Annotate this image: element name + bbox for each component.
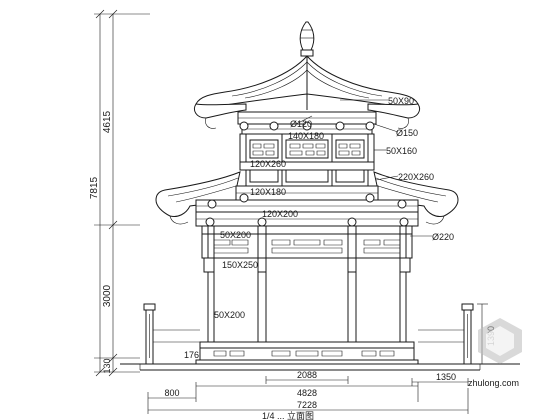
left-dimension-lines	[94, 9, 150, 377]
label-post-diameter-mid: Ø150	[396, 128, 418, 138]
dim-total-width: 7228	[297, 400, 317, 410]
base-platform	[120, 363, 520, 371]
drawing-caption: 1/4 ... 立面图	[262, 410, 314, 420]
label-column-diameter: Ø220	[432, 232, 454, 242]
lower-storey	[195, 211, 419, 365]
label-rail-beam: 150X250	[222, 260, 258, 270]
roof-finial	[299, 21, 315, 57]
upper-storey	[237, 111, 377, 188]
dim-upper-height: 4615	[102, 110, 113, 133]
watermark-text: zhulong.com	[468, 378, 519, 388]
label-lintel: 50X200	[220, 230, 251, 240]
label-beam-right: 220X260	[398, 172, 434, 182]
watermark-logo: zhulong.com	[468, 318, 522, 388]
dim-center-span: 2088	[297, 370, 317, 380]
dim-left-step: 800	[164, 388, 179, 398]
left-baluster-post	[143, 303, 200, 365]
dim-column-height: 3000	[102, 284, 113, 307]
label-lower-rail: 50X200	[214, 310, 245, 320]
upper-roof	[193, 55, 421, 129]
label-sill-small: 176	[184, 350, 199, 360]
label-beam-a: 120X260	[250, 159, 286, 169]
dim-right-step: 1350	[436, 372, 456, 382]
label-beam-mid-right: 50X160	[386, 146, 417, 156]
dim-total-height: 7815	[89, 176, 100, 199]
lower-roof	[155, 171, 459, 225]
label-beam-upper: 140X180	[288, 131, 324, 141]
label-post-diameter-top: Ø120	[290, 119, 312, 129]
right-baluster-post	[418, 303, 488, 365]
label-beam-c: 120X200	[262, 209, 298, 219]
label-purlin-top: 50X90	[388, 96, 414, 106]
dim-platform-width: 4828	[297, 388, 317, 398]
dim-base-height: 130	[102, 358, 112, 373]
label-beam-b: 120X180	[250, 187, 286, 197]
leader-lines	[295, 99, 432, 237]
bottom-dimension-lines	[147, 376, 469, 414]
